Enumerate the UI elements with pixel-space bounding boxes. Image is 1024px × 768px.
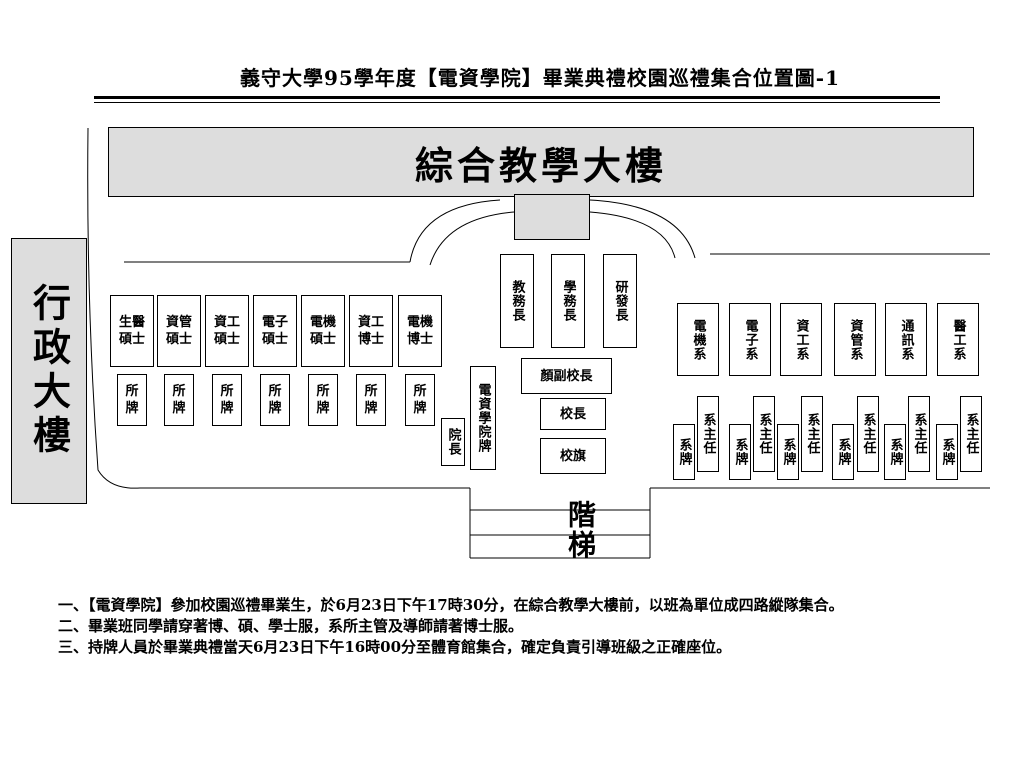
college-dean: 院長: [441, 418, 465, 466]
dept-sign-4: 系牌: [884, 424, 906, 480]
dept-chair-4: 系主任: [908, 396, 930, 472]
dept-4: 通訊系: [885, 303, 927, 376]
grad-group-0: 生醫碩士: [110, 295, 154, 367]
dept-5: 醫工系: [937, 303, 979, 376]
grad-group-3: 電子碩士: [253, 295, 297, 367]
note-2: 二、畢業班同學請穿著博、碩、學士服，系所主管及導師請著博士服。: [58, 617, 524, 635]
president: 校長: [540, 398, 606, 430]
note-1: 一、【電資學院】參加校園巡禮畢業生，於6月23日下午17時30分，在綜合教學大樓…: [58, 596, 844, 614]
dept-chair-0: 系主任: [697, 396, 719, 472]
dept-chair-5: 系主任: [960, 396, 982, 472]
dept-1: 電子系: [729, 303, 771, 376]
dept-sign-1: 系牌: [729, 424, 751, 480]
dept-3: 資管系: [834, 303, 876, 376]
building-entrance: [514, 194, 590, 240]
page-title: 義守大學95學年度【電資學院】畢業典禮校園巡禮集合位置圖-1: [239, 66, 841, 90]
grad-sign-0: 所牌: [117, 374, 147, 426]
notes: 一、【電資學院】參加校園巡禮畢業生，於6月23日下午17時30分，在綜合教學大樓…: [58, 595, 988, 658]
dept-chair-2: 系主任: [801, 396, 823, 472]
college-sign: 電資學院牌: [470, 366, 496, 470]
dept-0: 電機系: [677, 303, 719, 376]
dept-sign-0: 系牌: [673, 424, 695, 480]
dept-sign-5: 系牌: [936, 424, 958, 480]
grad-group-1: 資管碩士: [157, 295, 201, 367]
dept-chair-1: 系主任: [753, 396, 775, 472]
stairs-label: 階梯: [564, 500, 597, 560]
grad-sign-6: 所牌: [405, 374, 435, 426]
vice-president: 顏副校長: [521, 358, 612, 394]
dept-chair-3: 系主任: [857, 396, 879, 472]
grad-group-5: 資工博士: [349, 295, 393, 367]
dept-sign-2: 系牌: [777, 424, 799, 480]
grad-group-6: 電機博士: [398, 295, 442, 367]
school-flag: 校旗: [540, 438, 606, 474]
dean-academic-affairs: 教務長: [500, 254, 534, 348]
dean-student-affairs: 學務長: [551, 254, 585, 348]
grad-group-2: 資工碩士: [205, 295, 249, 367]
dept-2: 資工系: [780, 303, 822, 376]
title-underline: [94, 96, 940, 99]
grad-sign-4: 所牌: [308, 374, 338, 426]
grad-sign-2: 所牌: [212, 374, 242, 426]
main-teaching-building: 綜合教學大樓: [108, 127, 974, 197]
grad-sign-3: 所牌: [260, 374, 290, 426]
grad-sign-5: 所牌: [356, 374, 386, 426]
administration-building: 行政大樓: [11, 238, 87, 504]
grad-group-4: 電機碩士: [301, 295, 345, 367]
grad-sign-1: 所牌: [164, 374, 194, 426]
dept-sign-3: 系牌: [832, 424, 854, 480]
dean-research: 研發長: [603, 254, 637, 348]
title-underline-thin: [94, 102, 940, 103]
note-3: 三、持牌人員於畢業典禮當天6月23日下午16時00分至體育館集合，確定負責引導班…: [58, 638, 732, 656]
